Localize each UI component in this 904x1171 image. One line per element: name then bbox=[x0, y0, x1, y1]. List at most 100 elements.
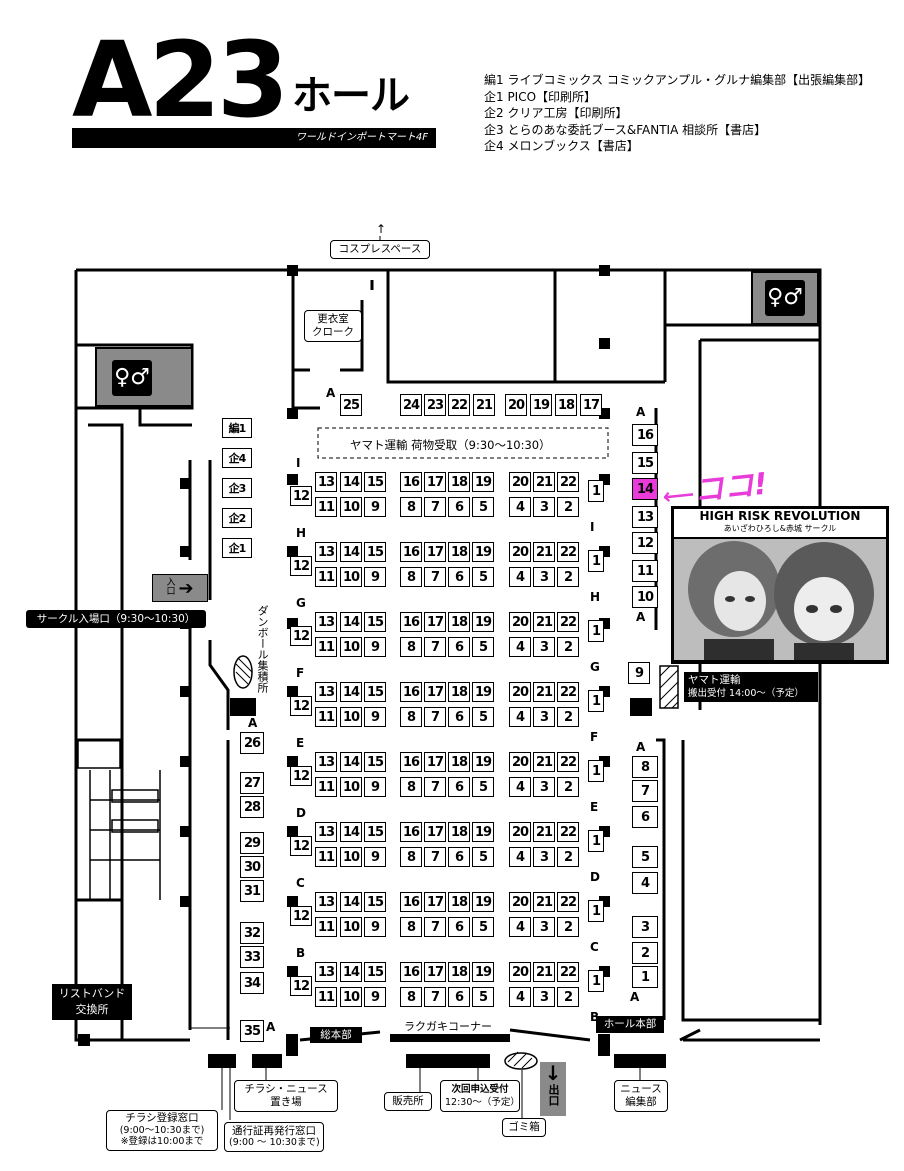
booth[interactable]: 2 bbox=[557, 847, 579, 867]
booth[interactable]: 11 bbox=[315, 987, 337, 1007]
booth[interactable]: 9 bbox=[364, 497, 386, 517]
booth[interactable]: 5 bbox=[472, 707, 494, 727]
booth[interactable]: 11 bbox=[315, 847, 337, 867]
booth[interactable]: 5 bbox=[472, 777, 494, 797]
booth[interactable]: 1 bbox=[588, 760, 604, 782]
booth[interactable]: 10 bbox=[340, 637, 362, 657]
booth[interactable]: 6 bbox=[448, 917, 470, 937]
booth[interactable]: 20 bbox=[509, 962, 531, 982]
booth[interactable]: 1 bbox=[588, 970, 604, 992]
booth[interactable]: 10 bbox=[340, 777, 362, 797]
booth[interactable]: 13 bbox=[315, 472, 337, 492]
booth[interactable]: 7 bbox=[424, 777, 446, 797]
booth[interactable]: 11 bbox=[315, 917, 337, 937]
booth[interactable]: 4 bbox=[509, 917, 531, 937]
booth[interactable]: 29 bbox=[240, 832, 264, 854]
booth[interactable]: 9 bbox=[628, 662, 650, 684]
booth[interactable]: 5 bbox=[632, 846, 658, 868]
booth[interactable]: 18 bbox=[448, 472, 470, 492]
booth[interactable]: 11 bbox=[315, 707, 337, 727]
booth[interactable]: 2 bbox=[557, 987, 579, 1007]
booth[interactable]: 13 bbox=[632, 506, 658, 528]
booth[interactable]: 8 bbox=[400, 777, 422, 797]
booth[interactable]: 11 bbox=[632, 560, 658, 582]
booth[interactable]: 5 bbox=[472, 987, 494, 1007]
booth[interactable]: 6 bbox=[448, 637, 470, 657]
booth[interactable]: 28 bbox=[240, 796, 264, 818]
booth[interactable]: 20 bbox=[509, 752, 531, 772]
booth[interactable]: 27 bbox=[240, 772, 264, 794]
booth[interactable]: 2 bbox=[557, 497, 579, 517]
booth[interactable]: 20 bbox=[509, 472, 531, 492]
booth[interactable]: 25 bbox=[340, 394, 362, 416]
booth[interactable]: 1 bbox=[588, 480, 604, 502]
booth[interactable]: 3 bbox=[632, 916, 658, 938]
booth[interactable]: 2 bbox=[632, 942, 658, 964]
booth[interactable]: 33 bbox=[240, 946, 264, 968]
booth[interactable]: 8 bbox=[632, 756, 658, 778]
booth[interactable]: 22 bbox=[557, 682, 579, 702]
booth[interactable]: 22 bbox=[557, 962, 579, 982]
booth[interactable]: 18 bbox=[555, 394, 577, 416]
booth[interactable]: 6 bbox=[448, 847, 470, 867]
booth[interactable]: 18 bbox=[448, 612, 470, 632]
booth[interactable]: 7 bbox=[424, 567, 446, 587]
booth[interactable]: 15 bbox=[364, 892, 386, 912]
booth[interactable]: 7 bbox=[424, 847, 446, 867]
booth[interactable]: 11 bbox=[315, 637, 337, 657]
booth[interactable]: 21 bbox=[533, 752, 555, 772]
booth[interactable]: 18 bbox=[448, 892, 470, 912]
booth[interactable]: 15 bbox=[364, 682, 386, 702]
booth[interactable]: 17 bbox=[424, 892, 446, 912]
booth[interactable]: 18 bbox=[448, 752, 470, 772]
booth[interactable]: 5 bbox=[472, 637, 494, 657]
booth[interactable]: 7 bbox=[632, 780, 658, 802]
booth[interactable]: 4 bbox=[509, 847, 531, 867]
booth[interactable]: 19 bbox=[472, 682, 494, 702]
booth[interactable]: 4 bbox=[509, 497, 531, 517]
booth[interactable]: 1 bbox=[588, 830, 604, 852]
booth[interactable]: 22 bbox=[557, 472, 579, 492]
booth[interactable]: 13 bbox=[315, 682, 337, 702]
booth[interactable]: 14 bbox=[340, 612, 362, 632]
booth[interactable]: 9 bbox=[364, 987, 386, 1007]
booth[interactable]: 21 bbox=[533, 612, 555, 632]
booth[interactable]: 8 bbox=[400, 917, 422, 937]
booth[interactable]: 15 bbox=[364, 612, 386, 632]
booth[interactable]: 企4 bbox=[222, 448, 252, 468]
booth[interactable]: 22 bbox=[448, 394, 470, 416]
booth[interactable]: 13 bbox=[315, 752, 337, 772]
booth[interactable]: 4 bbox=[632, 872, 658, 894]
booth[interactable]: 10 bbox=[340, 917, 362, 937]
booth[interactable]: 12 bbox=[632, 532, 658, 554]
booth[interactable]: 3 bbox=[533, 987, 555, 1007]
booth[interactable]: 22 bbox=[557, 752, 579, 772]
booth[interactable]: 32 bbox=[240, 922, 264, 944]
booth[interactable]: 21 bbox=[533, 892, 555, 912]
booth[interactable]: 20 bbox=[509, 542, 531, 562]
booth[interactable]: 2 bbox=[557, 567, 579, 587]
booth[interactable]: 19 bbox=[530, 394, 552, 416]
booth[interactable]: 6 bbox=[632, 806, 658, 828]
booth[interactable]: 5 bbox=[472, 567, 494, 587]
booth[interactable]: 13 bbox=[315, 542, 337, 562]
booth[interactable]: 14 bbox=[340, 542, 362, 562]
booth[interactable]: 4 bbox=[509, 637, 531, 657]
booth[interactable]: 16 bbox=[632, 424, 658, 446]
booth[interactable]: 3 bbox=[533, 917, 555, 937]
booth[interactable]: 1 bbox=[588, 550, 604, 572]
booth[interactable]: 3 bbox=[533, 567, 555, 587]
booth[interactable]: 13 bbox=[315, 892, 337, 912]
booth[interactable]: 10 bbox=[340, 567, 362, 587]
booth[interactable]: 16 bbox=[400, 612, 422, 632]
booth[interactable]: 17 bbox=[424, 822, 446, 842]
booth[interactable]: 15 bbox=[364, 962, 386, 982]
booth[interactable]: 6 bbox=[448, 987, 470, 1007]
booth[interactable]: 9 bbox=[364, 917, 386, 937]
booth[interactable]: 15 bbox=[632, 452, 658, 474]
booth[interactable]: 3 bbox=[533, 497, 555, 517]
booth[interactable]: 16 bbox=[400, 542, 422, 562]
booth[interactable]: 17 bbox=[580, 394, 602, 416]
booth[interactable]: 16 bbox=[400, 822, 422, 842]
booth[interactable]: 19 bbox=[472, 612, 494, 632]
